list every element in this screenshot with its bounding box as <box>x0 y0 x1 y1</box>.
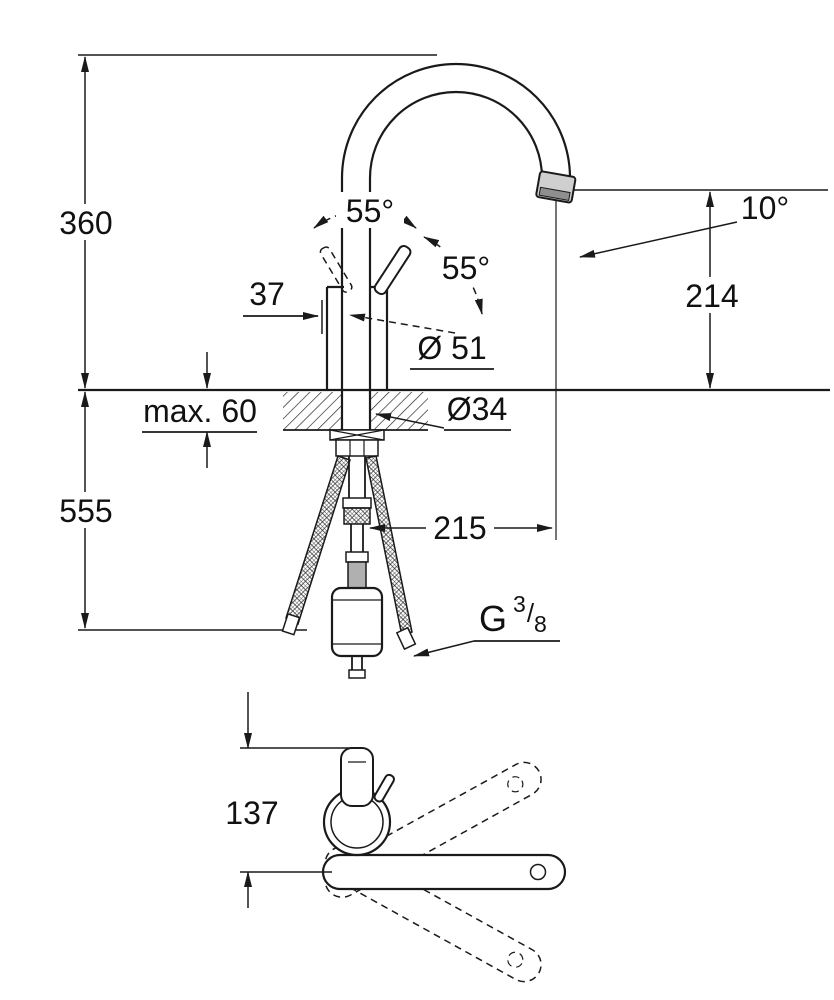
dim-555-bg <box>52 492 120 528</box>
dim-55deg-right-label: 55° <box>442 250 490 286</box>
hose-segment-dark <box>347 561 367 589</box>
lever-handle-rotated-dashed <box>319 246 353 293</box>
hatch-left <box>283 392 342 430</box>
spout-swivel-lower-dashed <box>324 846 542 983</box>
dim-215-bg <box>426 509 494 547</box>
dim-dia34-leader <box>375 413 445 429</box>
pullout-hose-and-weight <box>330 456 384 679</box>
dim-55a-bg <box>336 192 404 228</box>
dim-360-bg <box>52 204 120 240</box>
hatch-right <box>370 392 428 430</box>
dim-137-label: 137 <box>225 795 278 831</box>
dim-214-bg <box>676 277 748 313</box>
spray-head-top-view <box>340 747 374 807</box>
hose-coupling-knurl <box>343 507 371 525</box>
dim-215-label: 215 <box>433 510 486 546</box>
dim-10deg-leader <box>579 221 738 258</box>
braided-hose-right <box>365 455 413 638</box>
dim-dia34-label: Ø34 <box>447 391 507 427</box>
dim-55b-bg <box>432 249 500 285</box>
dim-dia51-label: Ø 51 <box>417 330 486 366</box>
side-view <box>78 54 830 679</box>
hose-fitting-left <box>281 612 301 636</box>
mounting-nut <box>335 439 379 457</box>
spout-arm-top-view <box>321 853 567 891</box>
hose-fitting-right <box>395 626 417 651</box>
top-view: 137 <box>225 692 567 983</box>
faucet-outline <box>319 62 577 456</box>
spout-outer-curve <box>340 62 572 456</box>
supply-hoses <box>281 455 417 651</box>
dim-214-label: 214 <box>685 278 738 314</box>
spout-aerator-tip <box>535 170 577 204</box>
dim-dia51-leader <box>349 313 456 334</box>
dim-360-label: 360 <box>59 205 112 241</box>
dimensions: 360 555 214 10° 55° 55° 37 Ø 51 max. 60 … <box>52 56 789 657</box>
hose-coupling-top <box>342 497 372 509</box>
dim-37-label: 37 <box>249 276 285 312</box>
hose-connector <box>345 551 369 563</box>
hose-end-cap <box>348 669 366 679</box>
counter-section <box>283 392 428 431</box>
washer-cross-2 <box>329 429 385 441</box>
spout-tip-detail <box>529 863 547 881</box>
lever-top-view <box>373 773 395 803</box>
dim-10deg-label: 10° <box>741 190 789 226</box>
dim-555-label: 555 <box>59 493 112 529</box>
dim-thread-leader <box>413 640 475 657</box>
lever-handle <box>373 245 412 296</box>
mounting-hardware <box>329 429 385 457</box>
dim-max60-label: max. 60 <box>143 393 257 429</box>
hose-weight <box>330 586 384 658</box>
dim-55deg-left-label: 55° <box>346 193 394 229</box>
spout-inner-curve <box>368 90 544 456</box>
